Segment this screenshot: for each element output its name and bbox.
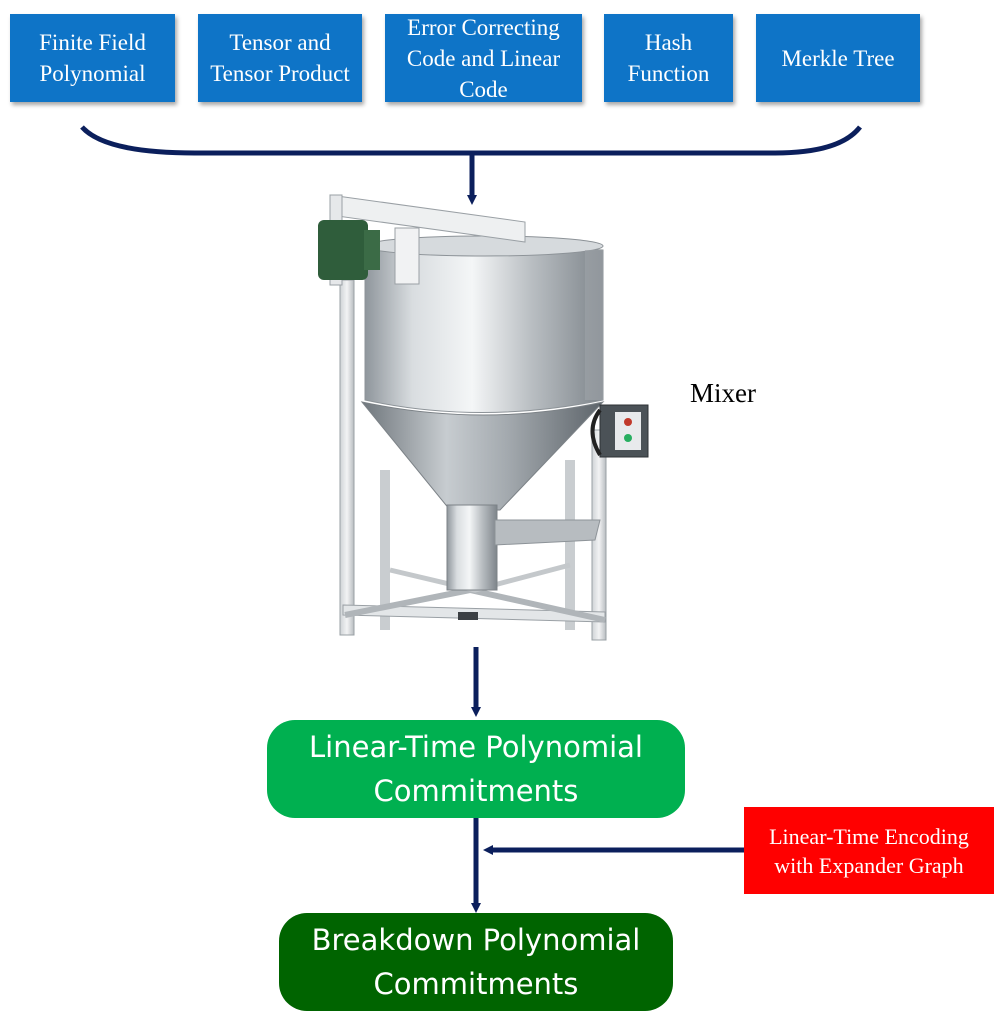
side-input-expander-graph: Linear-Time Encoding with Expander Graph: [744, 807, 994, 894]
mixer-label: Mixer: [690, 378, 756, 408]
mixer-image: [318, 194, 649, 641]
stage-linear-time-commitments: Linear-Time Polynomial Commitments: [267, 720, 685, 818]
input-box-label: Tensor and Tensor Product: [210, 30, 350, 86]
stage-label: Breakdown Polynomial Commitments: [311, 923, 641, 1001]
input-box-merkle-tree: Merkle Tree: [756, 14, 920, 102]
input-box-label: Error Correcting Code and Linear Code: [406, 14, 561, 102]
collector-brace: [80, 125, 862, 156]
input-box-label: Finite Field Polynomial: [39, 30, 146, 86]
input-box-finite-field: Finite Field Polynomial: [10, 14, 175, 102]
input-box-hash-function: Hash Function: [604, 14, 733, 102]
input-box-tensor: Tensor and Tensor Product: [198, 14, 362, 102]
input-box-error-correcting-code: Error Correcting Code and Linear Code: [385, 14, 582, 102]
stage-label: Linear-Time Polynomial Commitments: [309, 730, 643, 808]
side-input-label: Linear-Time Encoding with Expander Graph: [769, 823, 969, 878]
stage-breakdown-commitments: Breakdown Polynomial Commitments: [279, 913, 673, 1011]
input-box-label: Merkle Tree: [781, 45, 895, 71]
input-box-label: Hash Function: [627, 30, 710, 86]
